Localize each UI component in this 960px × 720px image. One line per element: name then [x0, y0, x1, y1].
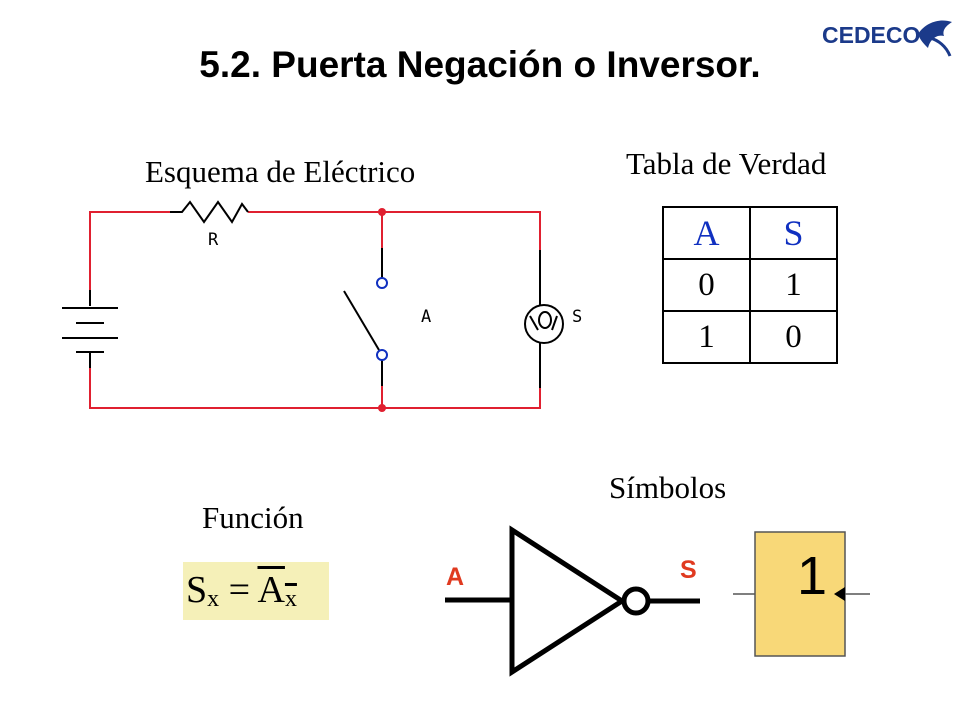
table-row: 1 0: [662, 310, 838, 364]
wire-top-left: [89, 211, 170, 290]
table-header-s: S: [749, 206, 838, 260]
gate-input-label: A: [446, 563, 464, 591]
function-expression: Sx = Ax: [186, 568, 297, 612]
table-header-row: A S: [662, 206, 838, 260]
function-lhs: S: [186, 569, 208, 611]
lamp-label: S: [572, 307, 582, 327]
switch-contact-bottom: [376, 349, 388, 361]
truth-table-caption: Tabla de Verdad: [626, 146, 827, 181]
function-rhs-negated: Ax: [257, 569, 297, 612]
iec-negation-marker: [834, 587, 845, 601]
wire-top-right: [382, 211, 541, 250]
inversion-bubble: [621, 586, 651, 616]
iec-not-symbol: 1: [733, 531, 870, 657]
table-cell: 1: [662, 310, 751, 364]
resistor-symbol: [170, 200, 249, 224]
page-title: 5.2. Puerta Negación o Inversor.: [199, 44, 761, 85]
table-header-a: A: [662, 206, 751, 260]
schematic-caption: Esquema de Eléctrico: [145, 154, 416, 189]
function-rhs-sub: x: [284, 586, 297, 612]
truth-table: A S 0 1 1 0: [662, 206, 838, 364]
logo-text: CEDECO: [822, 22, 921, 48]
switch-label: A: [421, 307, 431, 327]
table-row: 0 1: [662, 258, 838, 312]
wire-bottom: [89, 368, 541, 409]
not-gate-symbol: A S: [445, 525, 700, 677]
node-top: [378, 208, 386, 216]
iec-label: 1: [797, 546, 827, 606]
node-bottom: [378, 404, 386, 412]
function-box: [183, 562, 329, 620]
table-cell: 0: [749, 310, 838, 364]
function-caption: Función: [202, 500, 304, 535]
switch-blade: [343, 290, 380, 351]
function-lhs-sub: x: [207, 586, 220, 612]
resistor-label: R: [208, 230, 219, 250]
symbols-caption: Símbolos: [609, 470, 727, 505]
switch-contact-top: [376, 277, 388, 289]
gate-output-label: S: [680, 556, 697, 584]
table-cell: 0: [662, 258, 751, 312]
table-cell: 1: [749, 258, 838, 312]
function-equals: =: [228, 569, 251, 611]
